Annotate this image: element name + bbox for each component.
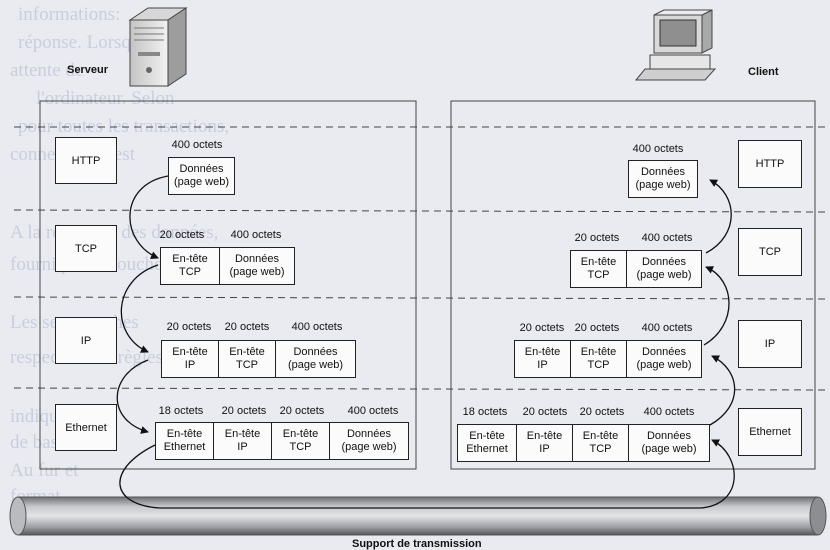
client-layer-http: HTTP [738,140,802,188]
size-label: 20 octets [579,406,625,418]
payload-cell: Données(page web) [628,424,710,462]
size-label: 400 octets [641,232,693,244]
size-label: 20 octets [519,322,565,334]
payload-cell: Données(page web) [626,250,702,288]
size-label: 20 octets [159,229,205,241]
client-layer-ip: IP [738,320,802,368]
payload-cell: Données(page web) [168,157,235,195]
server-host-box [39,100,417,470]
client-layer-tcp: TCP [738,228,802,276]
data-flow-arrows [116,175,736,509]
payload-cell: Données(page web) [275,340,356,378]
server-layer-http: HTTP [55,137,117,184]
size-label: 18 octets [158,405,204,417]
payload-cell: Données(page web) [628,160,698,198]
size-label: 400 octets [171,139,223,151]
size-label: 400 octets [643,406,695,418]
size-label: 400 octets [291,321,343,333]
size-label: 20 octets [574,232,620,244]
size-label: 400 octets [230,229,282,241]
size-label: 20 octets [279,405,325,417]
payload-cell: Données(page web) [626,340,702,378]
client-label: Client [748,66,779,78]
size-label: 20 octets [166,321,212,333]
size-label: 20 octets [522,406,568,418]
client-layer-ethernet: Ethernet [738,408,802,456]
payload-cell: Données(page web) [329,422,409,460]
layer-separators [13,126,830,391]
desktop-computer-icon [634,9,717,81]
size-label: 20 octets [224,321,270,333]
size-label: 18 octets [462,406,508,418]
transmission-medium-label: Support de transmission [352,538,482,550]
client-host-box [450,100,816,470]
server-label: Serveur [67,64,108,76]
size-label: 20 octets [574,322,620,334]
server-layer-ethernet: Ethernet [55,404,117,451]
payload-cell: Données(page web) [219,247,295,285]
size-label: 400 octets [347,405,399,417]
transmission-medium [9,496,827,536]
size-label: 400 octets [641,322,693,334]
server-tower-icon [128,7,188,87]
size-label: 400 octets [632,143,684,155]
size-label: 20 octets [221,405,267,417]
server-layer-tcp: TCP [55,225,117,272]
server-layer-ip: IP [55,317,117,364]
